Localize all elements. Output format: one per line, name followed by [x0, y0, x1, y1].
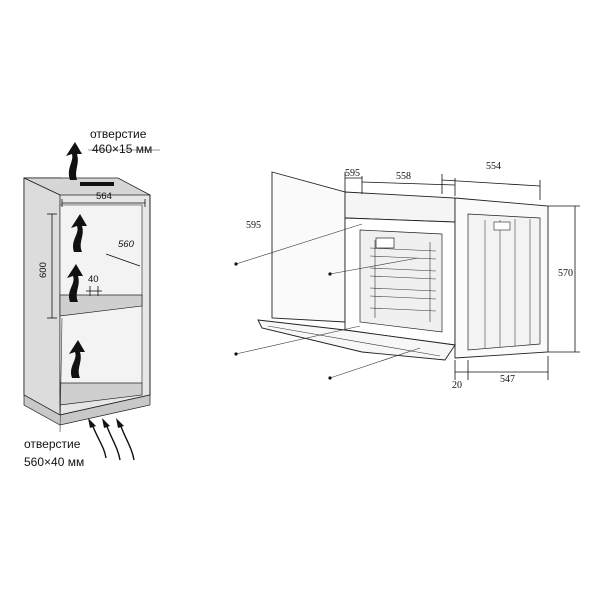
dim-20-label: 20 — [452, 380, 462, 391]
oven-dims — [344, 172, 580, 380]
oven-side-inner — [467, 213, 541, 351]
dim-558-label: 558 — [396, 171, 411, 182]
arrow-mid-1 — [67, 264, 83, 302]
dim-595-part-label: 595 — [345, 168, 360, 179]
dim-600-label: 600 — [38, 262, 49, 278]
arrow-lower-1 — [69, 340, 85, 378]
dim-560 — [105, 253, 141, 267]
oven-drawing — [234, 171, 580, 380]
dim-564-label: 564 — [96, 191, 112, 202]
dim-560-label: 560 — [118, 239, 135, 250]
oven-racks — [369, 240, 437, 322]
dim-570-label: 570 — [558, 268, 573, 279]
dim-554-label: 554 — [486, 161, 501, 172]
bottom-opening-caption-2: 560×40 мм — [24, 455, 84, 469]
oven-cavity — [359, 229, 443, 333]
dim-40-label: 40 — [88, 274, 99, 285]
dim-564 — [61, 199, 146, 207]
dim-595-front-label: 595 — [246, 220, 261, 231]
dim-600 — [47, 213, 57, 319]
oven-side-label — [493, 221, 511, 231]
bottom-opening-caption-1: отверстие — [24, 437, 81, 451]
top-vent-slot — [80, 182, 114, 186]
oven-light — [375, 237, 395, 249]
oven-control-strip — [344, 191, 456, 223]
cabinet-floor — [59, 382, 143, 406]
cabinet-left-side — [23, 177, 61, 416]
oven-front-panel — [271, 171, 346, 323]
cabinet-drawing: 564 560 600 40 — [23, 142, 160, 461]
top-opening-caption-2: 460×15 мм — [92, 142, 152, 156]
dim-40 — [86, 286, 102, 296]
cabinet-shelf — [59, 294, 143, 317]
airflow-arrows — [66, 142, 87, 378]
oven-side-ribs — [484, 219, 531, 348]
top-opening-caption-1: отверстие — [90, 127, 147, 141]
bottom-caption-leader — [59, 317, 63, 433]
arrow-top-out — [66, 142, 82, 180]
callout-leaders — [234, 223, 421, 380]
dim-547-label: 547 — [500, 374, 515, 385]
arrow-upper-1 — [71, 214, 87, 252]
intake-arrows — [91, 423, 135, 461]
